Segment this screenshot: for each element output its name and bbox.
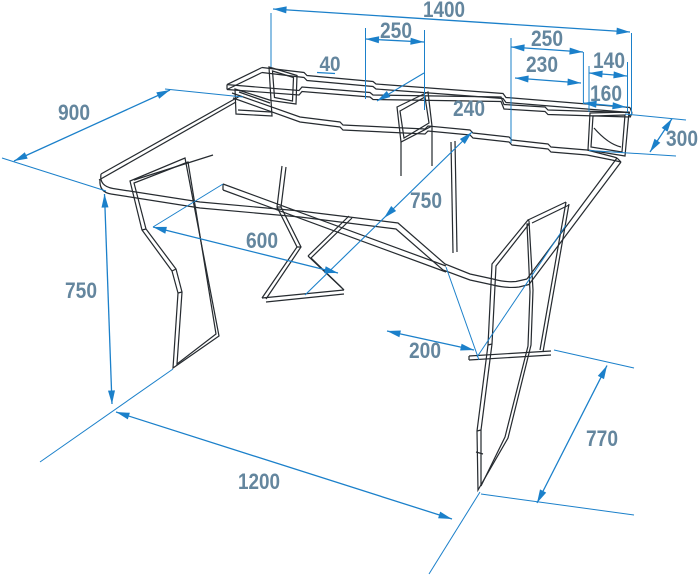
svg-text:770: 770 [586, 426, 618, 451]
svg-text:40: 40 [320, 53, 341, 76]
svg-text:1400: 1400 [423, 0, 465, 22]
svg-text:750: 750 [410, 188, 442, 213]
svg-text:900: 900 [58, 100, 90, 125]
svg-text:300: 300 [666, 126, 698, 151]
svg-text:1200: 1200 [238, 469, 280, 494]
svg-text:250: 250 [380, 18, 412, 43]
svg-text:140: 140 [593, 48, 625, 73]
svg-text:750: 750 [65, 278, 97, 303]
svg-text:230: 230 [526, 52, 558, 77]
svg-text:160: 160 [590, 81, 622, 106]
svg-text:250: 250 [531, 26, 563, 51]
svg-text:240: 240 [453, 96, 485, 121]
svg-text:600: 600 [246, 228, 278, 253]
svg-text:200: 200 [409, 338, 441, 363]
